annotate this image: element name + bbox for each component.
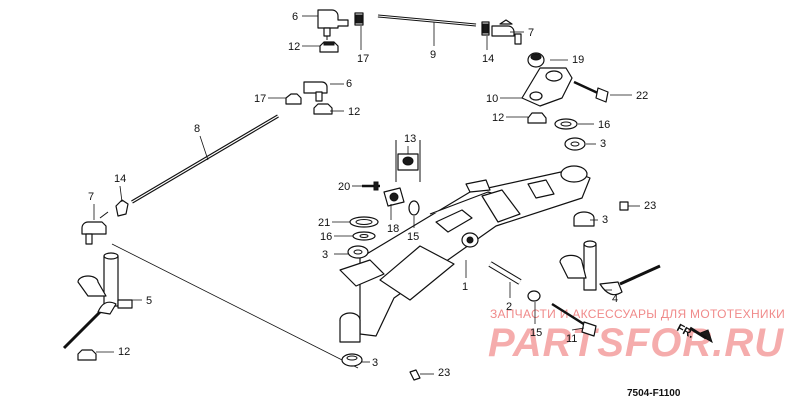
arm-bracket-10 (521, 67, 573, 107)
callout-number: 10 (486, 93, 498, 105)
callout-number: 12 (118, 346, 130, 358)
callout-number: 7 (88, 191, 94, 203)
collar-15-mid (408, 200, 420, 216)
callout-number: 15 (530, 327, 542, 339)
callout-number: 19 (572, 54, 584, 66)
grease-nipple-23-right (619, 201, 629, 211)
circlip-21 (349, 216, 379, 228)
washer-16-right (554, 118, 578, 130)
pivot-pin-2 (488, 261, 522, 285)
callout-leader (199, 135, 209, 161)
nut-12-mid (313, 103, 333, 115)
tie-rod-upper (377, 14, 477, 27)
bolt-11 (551, 302, 597, 337)
steering-knuckle-right (559, 240, 661, 296)
callout-number: 1 (462, 281, 468, 293)
callout-number: 11 (566, 333, 577, 345)
callout-number: 12 (348, 106, 360, 118)
callout-number: 9 (430, 49, 436, 61)
diagram-code: 7504-F1100 (627, 388, 681, 399)
tie-rod-left (131, 114, 279, 204)
callout-number: 6 (346, 78, 352, 90)
ball-joint-mid (303, 81, 328, 102)
nut-12-top (319, 41, 339, 53)
bolt-20 (362, 181, 380, 191)
exploded-axis-line (111, 243, 359, 369)
callout-number: 7 (528, 27, 534, 39)
callout-number: 14 (114, 173, 126, 185)
callout-number: 12 (492, 112, 504, 124)
collar-19 (527, 52, 545, 68)
callout-number: 16 (598, 119, 610, 131)
callout-number: 17 (357, 53, 369, 65)
callout-number: 23 (644, 200, 656, 212)
callout-number: 3 (602, 214, 608, 226)
bolt-22 (573, 80, 609, 103)
callout-number: 8 (194, 123, 200, 135)
callout-number: 3 (600, 138, 606, 150)
callout-leader (119, 185, 123, 203)
lock-nut-14-left (115, 199, 129, 217)
ball-joint-upper-right (491, 19, 522, 45)
nut-12-bottom (77, 349, 97, 361)
callout-number: 22 (636, 90, 648, 102)
lock-nut-17-mid (285, 93, 302, 105)
callout-number: 4 (612, 293, 618, 305)
callout-number: 3 (372, 357, 378, 369)
callout-number: 18 (387, 223, 399, 235)
ball-joint-upper-left (317, 9, 349, 40)
callout-number: 6 (292, 11, 298, 23)
callout-number: 20 (338, 181, 350, 193)
bushing-3-left (347, 245, 369, 259)
nut-12-right (527, 112, 547, 124)
front-axle-frame (339, 165, 591, 343)
rubber-18 (383, 187, 405, 207)
callout-number: 14 (482, 53, 494, 65)
collar-15-lower (527, 290, 541, 302)
lock-nut-14-top (481, 21, 490, 36)
callout-number: 16 (320, 231, 332, 243)
bushing-3-right (573, 211, 595, 227)
ball-joint-lower-left (81, 211, 109, 245)
damper-13 (395, 140, 421, 182)
callout-number: 15 (407, 231, 419, 243)
callout-number: 21 (318, 217, 330, 229)
watermark-brand: PARTSFOR.RU (488, 321, 784, 365)
bushing-3-bottom (341, 353, 363, 367)
callout-number: 13 (404, 133, 416, 145)
grease-nipple-23-bottom (409, 369, 421, 381)
callout-number: 23 (438, 367, 450, 379)
callout-number: 5 (146, 295, 152, 307)
lock-nut-17-top (354, 12, 364, 26)
callout-number: 2 (506, 301, 512, 313)
watermark-tagline: ЗАПЧАСТИ И АКСЕССУАРЫ ДЛЯ МОТОТЕХНИКИ (490, 307, 785, 321)
callout-number: 17 (254, 93, 266, 105)
washer-16-left (352, 231, 376, 241)
steering-knuckle-left (62, 252, 133, 350)
callout-leader (571, 327, 585, 331)
callout-number: 12 (288, 41, 300, 53)
callout-number: 3 (322, 249, 328, 261)
bushing-3-right-top (564, 137, 586, 151)
